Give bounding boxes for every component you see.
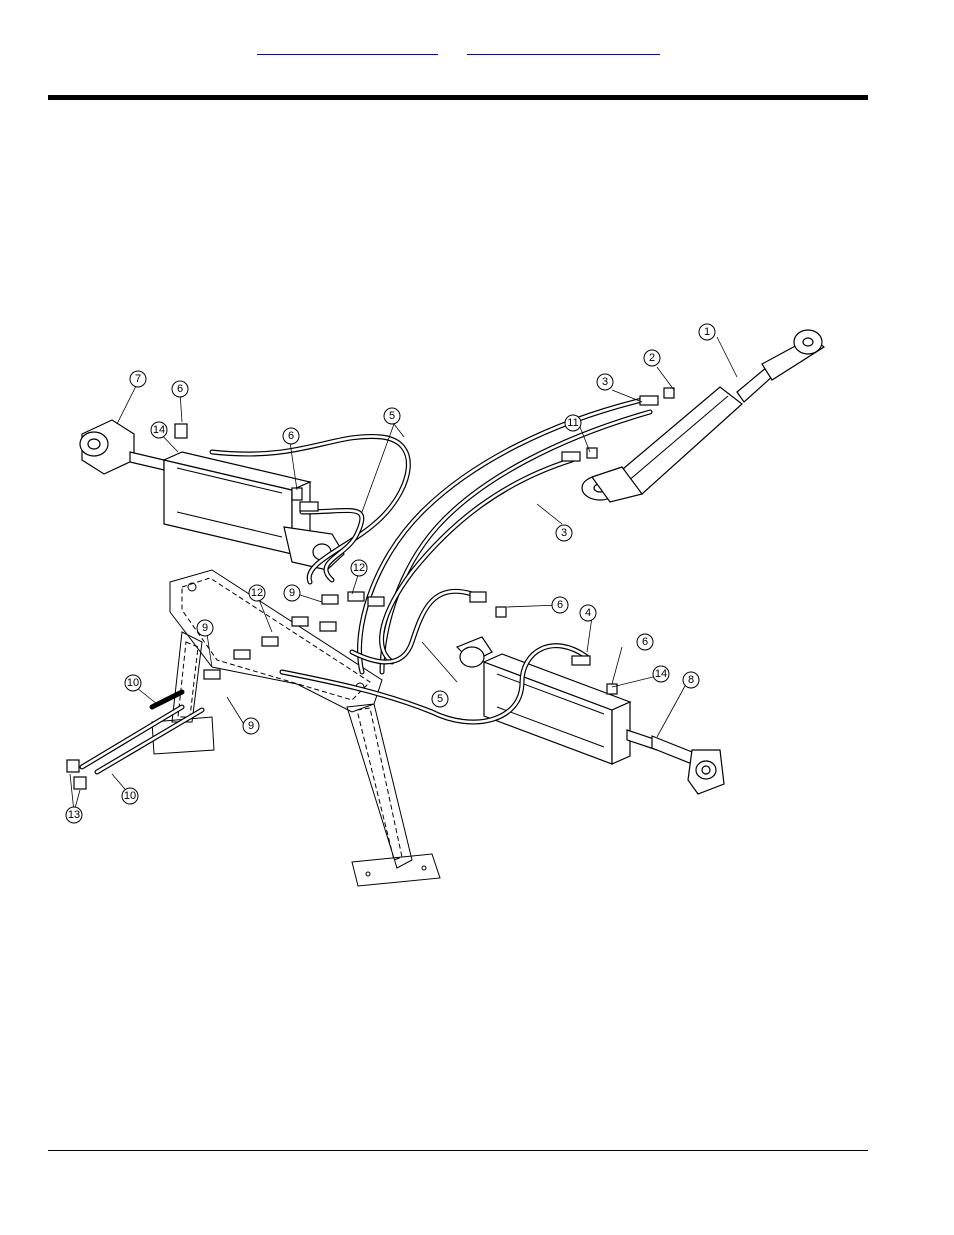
callout-6-c: 6 xyxy=(552,597,568,613)
svg-text:10: 10 xyxy=(124,790,136,802)
callout-8: 8 xyxy=(683,672,699,688)
callout-12-b: 12 xyxy=(249,585,265,601)
callout-5-bottom: 5 xyxy=(432,691,448,707)
svg-text:8: 8 xyxy=(688,674,694,686)
svg-text:9: 9 xyxy=(289,587,295,599)
callout-12-a: 12 xyxy=(351,560,367,576)
callout-1: 1 xyxy=(699,324,715,340)
callout-5-top: 5 xyxy=(384,408,400,424)
callout-9-a: 9 xyxy=(284,585,300,601)
svg-text:6: 6 xyxy=(177,383,183,395)
svg-text:5: 5 xyxy=(389,410,395,422)
svg-text:6: 6 xyxy=(288,430,294,442)
callout-13: 13 xyxy=(66,807,82,823)
callout-14-b: 14 xyxy=(653,666,669,682)
callout-3-top: 3 xyxy=(597,374,613,390)
callout-9-b: 9 xyxy=(197,620,213,636)
callout-7: 7 xyxy=(130,371,146,387)
svg-text:5: 5 xyxy=(437,693,443,705)
hydraulic-parts-diagram: 1 2 3 3 4 5 5 6 6 6 6 7 8 9 9 9 10 10 11… xyxy=(52,312,842,902)
footer-rule xyxy=(48,1150,868,1151)
header-link-2[interactable] xyxy=(467,40,660,55)
callout-10-a: 10 xyxy=(125,675,141,691)
svg-text:3: 3 xyxy=(602,376,608,388)
svg-text:13: 13 xyxy=(68,809,80,821)
callout-14-a: 14 xyxy=(151,422,167,438)
svg-text:10: 10 xyxy=(127,677,139,689)
svg-text:12: 12 xyxy=(251,587,263,599)
svg-text:11: 11 xyxy=(567,417,578,429)
left-cylinder xyxy=(80,420,344,570)
callout-11: 11 xyxy=(565,415,581,431)
svg-text:14: 14 xyxy=(655,668,667,680)
svg-text:12: 12 xyxy=(353,562,365,574)
svg-text:4: 4 xyxy=(585,607,591,619)
svg-text:1: 1 xyxy=(704,326,710,338)
top-right-cylinder xyxy=(582,330,824,502)
svg-text:9: 9 xyxy=(202,622,208,634)
svg-text:7: 7 xyxy=(135,373,141,385)
callout-3-bottom: 3 xyxy=(556,525,572,541)
callout-10-b: 10 xyxy=(122,788,138,804)
svg-text:6: 6 xyxy=(557,599,563,611)
header-rule xyxy=(48,95,868,100)
svg-text:2: 2 xyxy=(649,352,655,364)
svg-text:3: 3 xyxy=(561,527,567,539)
svg-text:14: 14 xyxy=(153,424,165,436)
callout-9-c: 9 xyxy=(243,718,259,734)
callout-2: 2 xyxy=(644,350,660,366)
callout-4: 4 xyxy=(580,605,596,621)
callout-6-b: 6 xyxy=(283,428,299,444)
svg-text:9: 9 xyxy=(248,720,254,732)
svg-text:6: 6 xyxy=(642,636,648,648)
callout-6-a: 6 xyxy=(172,381,188,397)
callout-6-d: 6 xyxy=(637,634,653,650)
header-link-1[interactable] xyxy=(257,40,438,55)
